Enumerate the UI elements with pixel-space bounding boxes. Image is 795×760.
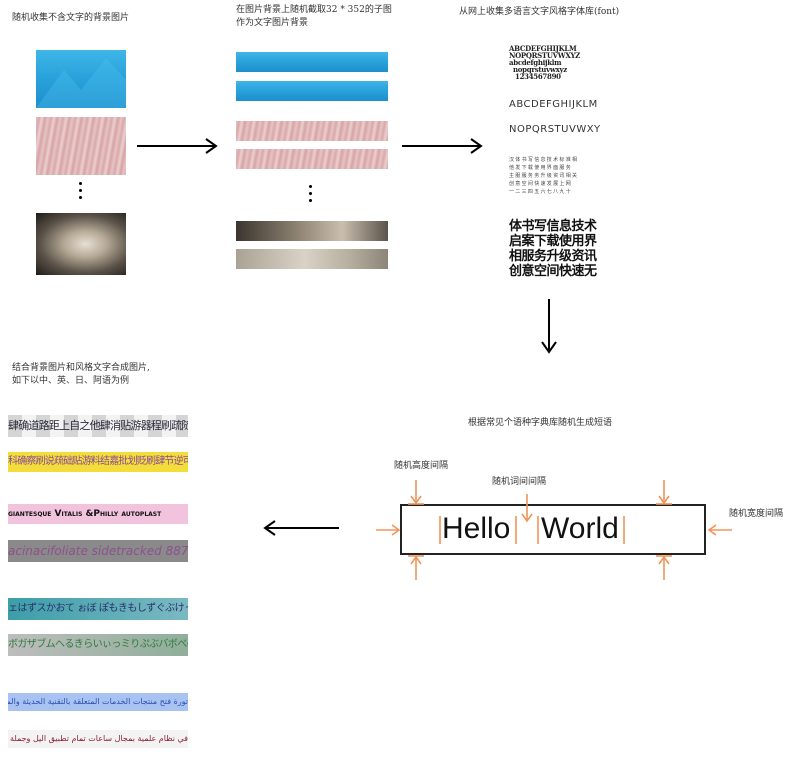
cropped-strip-blue-1 bbox=[236, 52, 388, 72]
font-sample-cjk-small-1: 汉体书写信息技术标准相 bbox=[509, 157, 579, 163]
example-text: ﺗﻮﺭﺓ ﻓﺘﺢ ﻣﻨﺘﺠﺎﺕ ﺍﻟﺨﺪﻣﺎﺕ ﺍﻟﻤﺘﻌﻠﻘﺔ ﺑﺎﻟﺘﻘﻨﻴ… bbox=[8, 697, 188, 706]
example-english-1: giantesque Vitalis &Philly autoplast bbox=[8, 504, 188, 524]
background-image-metal bbox=[36, 213, 126, 275]
background-pattern bbox=[36, 58, 126, 108]
label-width-spacing: 随机宽度间隔 bbox=[729, 509, 784, 519]
ellipsis-dots bbox=[79, 182, 82, 203]
font-sample-serif-5: 1234567890 bbox=[515, 72, 561, 81]
example-english-2: acinacifoliate sidetracked 887 bbox=[8, 540, 188, 562]
cropped-strip-pink-1 bbox=[236, 121, 388, 141]
font-sample-cjk-small-5: 一二三四五六七八九十 bbox=[509, 189, 573, 195]
example-arabic-1: ﺗﻮﺭﺓ ﻓﺘﺢ ﻣﻨﺘﺠﺎﺕ ﺍﻟﺨﺪﻣﺎﺕ ﺍﻟﻤﺘﻌﻠﻘﺔ ﺑﺎﻟﺘﻘﻨﻴ… bbox=[8, 693, 188, 711]
font-sample-cjk-small-2: 他发下载使用界面服务 bbox=[509, 165, 573, 171]
font-sample-cjk-bold-4: 创意空间快速无 bbox=[509, 264, 597, 279]
example-text: 科确察刷说疏础贴游料结嘉批划贬刷肆节逆可 bbox=[8, 456, 188, 467]
caption-synthesize-line1: 结合背景图片和风格文字合成图片, bbox=[12, 363, 150, 373]
font-sample-thin-2: NOPQRSTUVWXY bbox=[509, 124, 601, 135]
cropped-strip-metal-1 bbox=[236, 221, 388, 241]
label-height-spacing: 随机高度间隔 bbox=[394, 461, 449, 471]
cropped-strip-pink-2 bbox=[236, 149, 388, 169]
arrow-left-icon bbox=[263, 520, 339, 536]
font-sample-cjk-bold-3: 相服务升级资讯 bbox=[509, 249, 597, 264]
font-sample-serif-3: abcdefghijklm bbox=[509, 58, 562, 67]
example-text: ﻓﻲ ﻧﻈﺎﻡ ﻋﻠﻤﻴﺔ ﺑﻤﺠﺎﻝ ﺳﺎﻋﺎﺕ ﺗﻤﺎﻡ ﺗﻄﺒﻴﻖ ﺍﻟﻴ… bbox=[8, 734, 188, 743]
caption-crop-backgrounds-line2: 作为文字图片背景 bbox=[236, 18, 309, 28]
arrow-down-icon bbox=[541, 299, 557, 354]
caption-collect-fonts: 从网上收集多语言文字风格字体库(font) bbox=[459, 7, 620, 17]
example-arabic-2: ﻓﻲ ﻧﻈﺎﻡ ﻋﻠﻤﻴﺔ ﺑﻤﺠﺎﻝ ﺳﺎﻋﺎﺕ ﺗﻤﺎﻡ ﺗﻄﺒﻴﻖ ﺍﻟﻴ… bbox=[8, 730, 188, 748]
cropped-strip-metal-2 bbox=[236, 249, 388, 269]
arrow-right-icon bbox=[402, 138, 483, 154]
example-japanese-2: ボガザブムへるきらいぃっミりぷぶバボべのトャッせ bbox=[8, 634, 188, 656]
font-sample-serif-4: nopqrstuvwxyz bbox=[513, 65, 567, 74]
ellipsis-dots bbox=[309, 185, 312, 206]
font-sample-serif-2: NOPQRSTUVWXYZ bbox=[509, 51, 580, 60]
example-text: 肆确道路距上自之他肆消贴游器程刷疏随剧貼 bbox=[8, 419, 188, 432]
example-text: ボガザブムへるきらいぃっミりぷぶバボべのトャッせ bbox=[8, 639, 188, 650]
font-sample-cjk-bold-1: 体书写信息技术 bbox=[509, 219, 597, 234]
spacing-indicators bbox=[376, 480, 732, 580]
caption-crop-backgrounds-line1: 在图片背景上随机截取32 * 352的子图 bbox=[236, 5, 392, 15]
font-sample-serif-1: ABCDEFGHIJKLM bbox=[509, 44, 577, 53]
example-text: acinacifoliate sidetracked 887 bbox=[8, 544, 188, 558]
example-text: ェはずスかおて ぉぼ ぽもきもしずぐぶけっだブロ bbox=[8, 603, 188, 614]
caption-collect-backgrounds: 随机收集不含文字的背景图片 bbox=[12, 13, 130, 23]
arrow-right-icon bbox=[137, 138, 218, 154]
example-chinese-1: 肆确道路距上自之他肆消贴游器程刷疏随剧貼 bbox=[8, 415, 188, 437]
font-sample-cjk-small-3: 主服服务务升级资讯相关 bbox=[509, 173, 579, 179]
font-sample-cjk-small-4: 创意空间快速发展上网 bbox=[509, 181, 573, 187]
example-text: giantesque Vitalis &Philly autoplast bbox=[8, 509, 162, 519]
example-japanese-1: ェはずスかおて ぉぼ ぽもきもしずぐぶけっだブロ bbox=[8, 598, 188, 620]
phrase-word-world: World bbox=[541, 512, 619, 545]
background-image-blue bbox=[36, 50, 126, 108]
example-chinese-2: 科确察刷说疏础贴游料结嘉批划贬刷肆节逆可 bbox=[8, 452, 188, 472]
label-word-spacing: 随机词间间隔 bbox=[492, 477, 547, 487]
phrase-box bbox=[400, 504, 706, 555]
phrase-word-hello: Hello bbox=[442, 512, 511, 545]
font-sample-cjk-bold-2: 启案下载使用界 bbox=[509, 234, 597, 249]
cropped-strip-blue-2 bbox=[236, 81, 388, 101]
caption-generate-phrases: 根据常见个语种字典库随机生成短语 bbox=[468, 418, 613, 428]
font-sample-thin-1: ABCDEFGHIJKLM bbox=[509, 99, 598, 110]
caption-synthesize-line2: 如下以中、英、日、阿语为例 bbox=[12, 376, 130, 386]
background-image-pink bbox=[36, 117, 126, 175]
